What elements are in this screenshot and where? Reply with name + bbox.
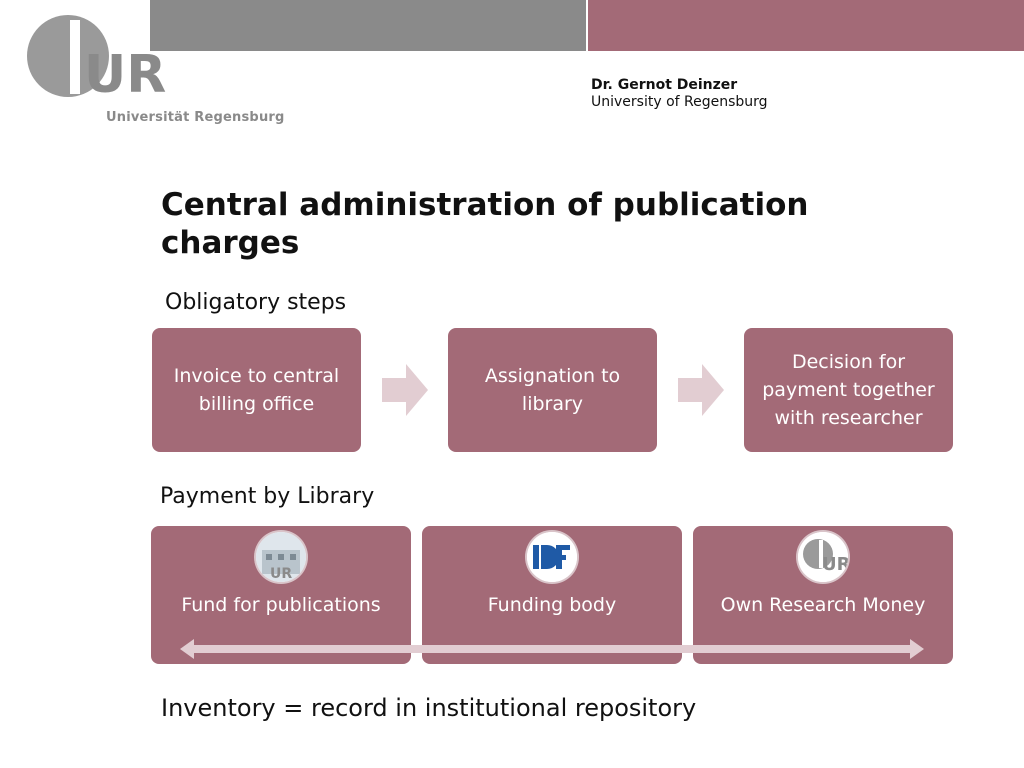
payment-option-research-money: UR Own Research Money bbox=[693, 526, 953, 664]
header-bar-gray bbox=[150, 0, 586, 51]
inventory-text: Inventory = record in institutional repo… bbox=[161, 694, 697, 722]
step-decision: Decision for payment together with resea… bbox=[744, 328, 953, 452]
payment-option-fund: UR Fund for publications bbox=[151, 526, 411, 664]
dfg-icon bbox=[527, 532, 577, 582]
logo-subtitle: Universität Regensburg bbox=[106, 110, 285, 125]
author-block: Dr. Gernot Deinzer University of Regensb… bbox=[591, 77, 768, 111]
slide-title: Central administration of publication ch… bbox=[161, 187, 809, 261]
payment-option-funding-body: Funding body bbox=[422, 526, 682, 664]
payment-option-label: Fund for publications bbox=[181, 594, 381, 616]
arrow-right-icon bbox=[678, 364, 724, 416]
payment-option-label: Funding body bbox=[487, 594, 617, 616]
author-affiliation: University of Regensburg bbox=[591, 94, 768, 110]
double-arrow-icon bbox=[180, 639, 924, 659]
svg-text:UR: UR bbox=[822, 554, 848, 575]
university-logo: UR bbox=[27, 15, 166, 105]
ur-building-icon: UR bbox=[256, 532, 306, 582]
svg-text:UR: UR bbox=[84, 45, 166, 105]
payment-label: Payment by Library bbox=[160, 484, 375, 509]
payment-option-label: Own Research Money bbox=[720, 594, 926, 616]
step-invoice: Invoice to central billing office bbox=[152, 328, 361, 452]
arrow-right-icon bbox=[382, 364, 428, 416]
author-name: Dr. Gernot Deinzer bbox=[591, 77, 738, 93]
header-bar-rose bbox=[588, 0, 1024, 51]
step-assignation: Assignation to library bbox=[448, 328, 657, 452]
svg-text:UR: UR bbox=[270, 566, 292, 582]
obligatory-steps-label: Obligatory steps bbox=[165, 290, 347, 315]
ur-logo-icon: UR bbox=[798, 532, 848, 582]
